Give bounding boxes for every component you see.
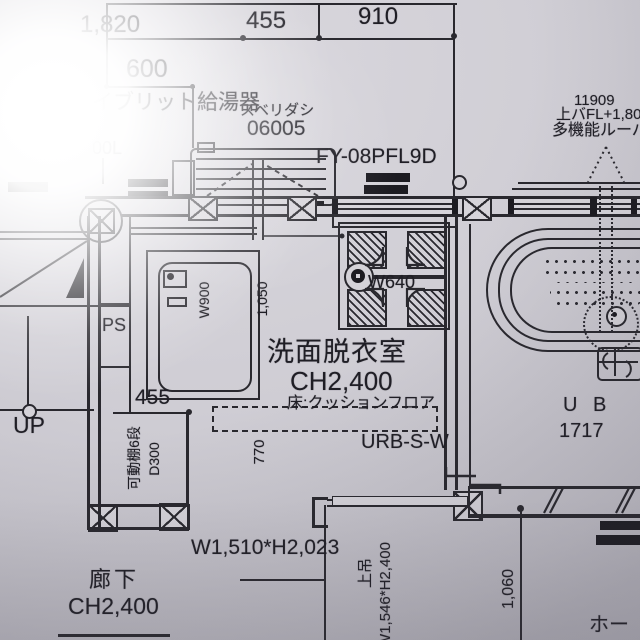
pan-width-label: W640 — [368, 272, 416, 292]
heater-label: イブリット給湯器 — [92, 91, 260, 114]
dim-label-600: 600 — [126, 55, 168, 83]
tank-label: 00L — [92, 138, 123, 158]
louver-fl-label: 上バFL+1,80 — [556, 106, 640, 123]
urb-model-label: URB-S-W — [361, 431, 449, 453]
ub-door-pulls — [444, 467, 502, 494]
corridor-ch-label: CH2,400 — [68, 593, 159, 619]
shelf-label: 可動棚6段 — [126, 426, 142, 490]
hall-label: ホー — [589, 614, 629, 636]
ub-faucet-arcs — [602, 352, 632, 378]
ub-label: U B — [563, 394, 612, 416]
louver-dotted-triangle — [587, 146, 625, 183]
fan-model-label: FY-08PFL9D — [316, 145, 437, 168]
pan-corner-arc — [405, 246, 426, 267]
pan-corner-arc — [364, 246, 385, 267]
ub-size-label: 1717 — [559, 420, 604, 442]
dim-label-910: 910 — [358, 3, 399, 30]
room-floor-label: 床:クッションフロア — [287, 395, 435, 412]
dim-label-770: 770 — [251, 439, 268, 465]
vanity-width-label: W900 — [196, 281, 212, 319]
corridor-label: 廊下 — [89, 567, 140, 592]
room-ch-label: CH2,400 — [290, 366, 393, 396]
leader-dot — [339, 233, 345, 239]
window-code-label: 06005 — [247, 117, 306, 140]
wall-hatch-marks — [543, 487, 636, 514]
room-name-label: 洗面脱衣室 — [267, 337, 407, 367]
dim-label-1820: 1,820 — [80, 11, 141, 38]
hang-door-label: 上吊 — [357, 558, 374, 589]
dim-label-455-closet: 455 — [135, 386, 171, 409]
hang-door-size-label: W1,546*H2,400 — [377, 542, 394, 640]
ps-label: PS — [102, 315, 127, 335]
dim-label-455-top: 455 — [246, 7, 287, 34]
dim-label-1050: 1,050 — [254, 281, 270, 317]
louver-name-label: 多機能ルーバ — [552, 122, 640, 139]
dim-label-1060: 1,060 — [500, 568, 517, 610]
heater-vent-dash — [206, 163, 253, 197]
door-opening-label: W1,510*H2,023 — [191, 536, 340, 559]
window-type-label: スベリダシ — [240, 102, 315, 119]
shelf-depth-label: D300 — [146, 442, 162, 476]
heater-vent-dash — [263, 163, 319, 197]
up-label: UP — [13, 412, 45, 438]
corridor-wedge — [66, 258, 84, 298]
